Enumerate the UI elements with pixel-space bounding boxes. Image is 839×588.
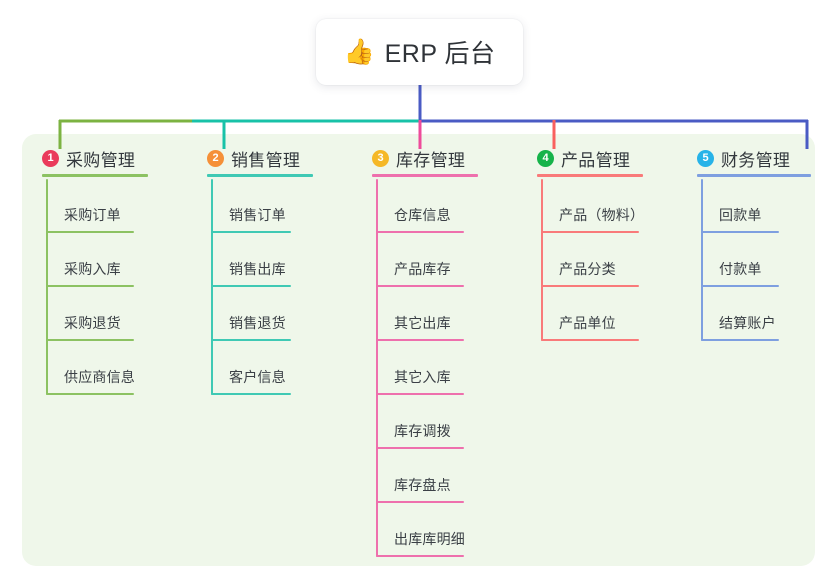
leaf-node[interactable]: 销售退货	[211, 287, 311, 341]
branch-header-5[interactable]: 5 财务管理	[697, 146, 790, 170]
branch-spine-3	[376, 179, 378, 557]
leaf-node[interactable]: 产品库存	[376, 233, 486, 287]
leaf-node[interactable]: 采购订单	[46, 179, 156, 233]
leaf-node[interactable]: 产品分类	[541, 233, 656, 287]
leaf-node[interactable]: 库存调拨	[376, 395, 486, 449]
leaf-node[interactable]: 出库库明细	[376, 503, 486, 557]
leaf-node[interactable]: 销售订单	[211, 179, 311, 233]
thumbs-up-icon: 👍	[343, 37, 375, 66]
leaf-node-rule	[701, 231, 779, 233]
branch-rule-2	[207, 174, 313, 177]
leaf-node[interactable]: 供应商信息	[46, 341, 156, 395]
leaf-node-rule	[541, 285, 639, 287]
branch-rule-5	[697, 174, 811, 177]
leaf-node-rule	[701, 285, 779, 287]
leaf-node-rule	[211, 231, 291, 233]
branch-rule-3	[372, 174, 478, 177]
branch-column-5: 5 财务管理 回款单付款单结算账户	[697, 146, 811, 341]
leaf-node-label: 销售订单	[229, 207, 286, 223]
leaf-node-rule	[541, 231, 639, 233]
leaf-node-label: 其它出库	[394, 315, 451, 331]
leaf-node-rule	[211, 285, 291, 287]
branch-rule-1	[42, 174, 148, 177]
leaf-node[interactable]: 其它出库	[376, 287, 486, 341]
leaf-node-label: 回款单	[719, 207, 762, 223]
branch-header-1[interactable]: 1 采购管理	[42, 146, 135, 170]
branch-spine-1	[46, 179, 48, 395]
leaf-node-rule	[376, 231, 464, 233]
leaf-node-label: 结算账户	[719, 315, 776, 331]
branch-badge-1: 1	[42, 149, 59, 167]
branch-spine-4	[541, 179, 543, 341]
leaf-node-label: 采购订单	[64, 207, 121, 223]
leaf-node-label: 产品单位	[559, 315, 616, 331]
leaf-node-label: 销售退货	[229, 315, 286, 331]
leaf-node-label: 销售出库	[229, 261, 286, 277]
leaf-node-label: 库存调拨	[394, 423, 451, 439]
leaf-node[interactable]: 产品单位	[541, 287, 656, 341]
leaf-node-rule	[376, 393, 464, 395]
leaf-node-label: 仓库信息	[394, 207, 451, 223]
branch-header-4[interactable]: 4 产品管理	[537, 146, 630, 170]
branch-spine-2	[211, 179, 213, 395]
leaf-node-label: 付款单	[719, 261, 762, 277]
branch-column-4: 4 产品管理 产品（物料） 产品分类产品单位	[537, 146, 644, 341]
leaf-node-label: 采购退货	[64, 315, 121, 331]
branch-header-2[interactable]: 2 销售管理	[207, 146, 300, 170]
leaf-node[interactable]: 其它入库	[376, 341, 486, 395]
branch-title-4: 产品管理	[561, 150, 631, 170]
leaf-node-label: 产品分类	[559, 261, 616, 277]
leaf-node-label: 出库库明细	[394, 531, 465, 547]
leaf-node[interactable]: 销售出库	[211, 233, 311, 287]
branch-badge-4: 4	[537, 149, 554, 167]
leaf-node[interactable]: 回款单	[701, 179, 801, 233]
leaf-node[interactable]: 采购退货	[46, 287, 156, 341]
leaf-node-rule	[541, 339, 639, 341]
branch-column-2: 2 销售管理 销售订单销售出库销售退货客户信息	[207, 146, 313, 395]
branch-badge-2: 2	[207, 149, 224, 167]
branch-title-2: 销售管理	[231, 150, 301, 170]
branch-rule-4	[537, 174, 643, 177]
leaf-node-rule	[701, 339, 779, 341]
leaf-node-rule	[46, 231, 134, 233]
leaf-node-label: 供应商信息	[64, 369, 135, 385]
leaf-node-rule	[376, 339, 464, 341]
leaf-node[interactable]: 仓库信息	[376, 179, 486, 233]
leaf-node-rule	[376, 501, 464, 503]
leaf-node-rule	[376, 555, 464, 557]
background-panel	[22, 134, 815, 566]
branch-column-1: 1 采购管理 采购订单采购入库采购退货供应商信息	[42, 146, 148, 395]
branch-badge-5: 5	[697, 149, 714, 167]
leaf-node[interactable]: 客户信息	[211, 341, 311, 395]
leaf-node-label: 客户信息	[229, 369, 286, 385]
branch-header-3[interactable]: 3 库存管理	[372, 146, 465, 170]
branch-title-3: 库存管理	[396, 150, 466, 170]
leaf-node[interactable]: 库存盘点	[376, 449, 486, 503]
leaf-node-rule	[211, 393, 291, 395]
leaf-node[interactable]: 付款单	[701, 233, 801, 287]
leaf-node-rule	[46, 393, 134, 395]
branch-title-5: 财务管理	[721, 150, 791, 170]
leaf-node-rule	[46, 285, 134, 287]
leaf-node[interactable]: 结算账户	[701, 287, 801, 341]
leaf-node-rule	[211, 339, 291, 341]
leaf-node-label: 采购入库	[64, 261, 121, 277]
branch-title-1: 采购管理	[66, 150, 136, 170]
branch-badge-3: 3	[372, 149, 389, 167]
branch-spine-5	[701, 179, 703, 341]
leaf-node-label: 产品库存	[394, 261, 451, 277]
leaf-node[interactable]: 采购入库	[46, 233, 156, 287]
leaf-node-rule	[376, 447, 464, 449]
leaf-node-rule	[376, 285, 464, 287]
leaf-node-label: 产品（物料）	[559, 207, 645, 223]
root-node[interactable]: 👍 ERP 后台	[316, 19, 523, 85]
leaf-node-rule	[46, 339, 134, 341]
leaf-node[interactable]: 产品（物料）	[541, 179, 656, 233]
leaf-node-label: 库存盘点	[394, 477, 451, 493]
branch-column-3: 3 库存管理 仓库信息产品库存其它出库其它入库库存调拨库存盘点出库库明细	[372, 146, 478, 557]
page-title: ERP 后台	[384, 40, 496, 68]
leaf-node-label: 其它入库	[394, 369, 451, 385]
